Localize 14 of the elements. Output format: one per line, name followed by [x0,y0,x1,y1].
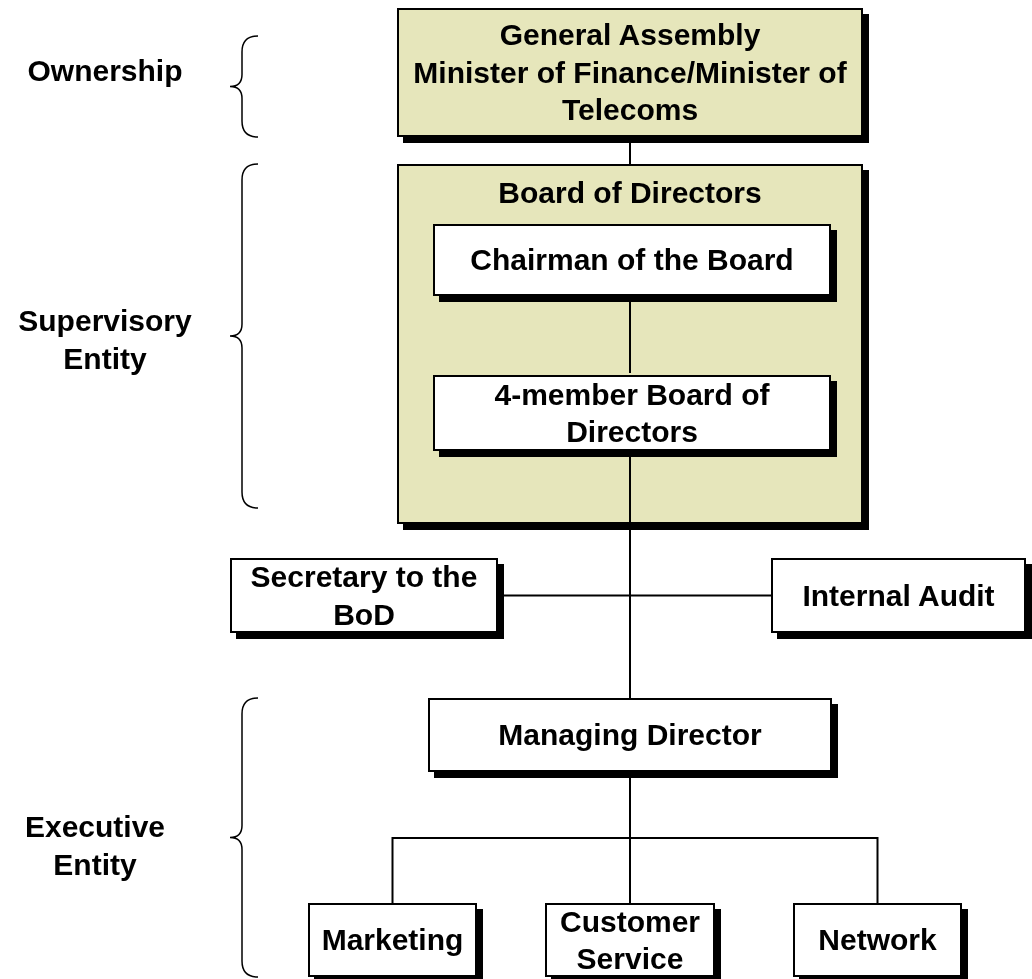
box-label: 4-member Board of Directors [493,376,771,450]
section-label: Ownership [26,53,184,89]
box-label: Chairman of the Board [470,242,794,279]
group-title: Board of Directors [498,175,762,211]
box-label: Customer Service [559,903,701,977]
box-label: Secretary to the BoD [249,559,479,633]
box-label: Internal Audit [802,577,995,614]
section-label: Supervisory Entity [17,303,193,377]
box-label: Marketing [321,922,464,959]
box-label: Managing Director [498,717,762,754]
box-label: Minister of Finance/Minister of Telecoms [412,54,848,129]
box-label: General Assembly [499,17,761,54]
box-label: Network [818,922,937,959]
section-label: Executive Entity [23,809,167,883]
